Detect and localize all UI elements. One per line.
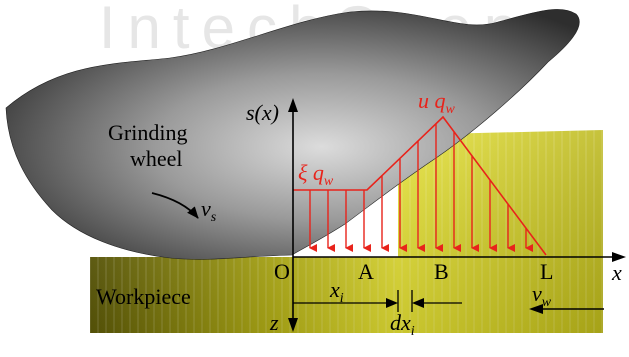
workpiece-block <box>90 130 603 333</box>
wheel-rotation-arrow <box>151 192 199 219</box>
axes <box>288 98 626 332</box>
workpiece-label: Workpiece <box>96 284 191 309</box>
dimension-lines <box>293 290 462 312</box>
point-O-label: O <box>274 259 290 284</box>
point-L-label: L <box>540 259 553 284</box>
text-labels: Grinding wheel vs s(x) x z O A B L xi dx… <box>96 88 622 339</box>
xi-label: xi <box>329 277 344 306</box>
vw-label: vw <box>532 281 552 310</box>
s-axis-arrowhead <box>288 98 298 112</box>
u-qw-label: u qw <box>418 88 456 117</box>
grinding-wheel-label-line2: wheel <box>130 146 183 171</box>
heat-flux-envelope <box>293 115 547 256</box>
x-axis-arrowhead <box>612 252 626 262</box>
dxi-label: dxi <box>390 310 415 339</box>
x-axis-label: x <box>611 260 622 285</box>
vs-label: vs <box>201 196 217 225</box>
grinding-wheel-label-line1: Grinding <box>108 120 187 145</box>
s-axis-label: s(x) <box>246 100 279 125</box>
z-axis-label: z <box>269 310 279 335</box>
z-axis-arrowhead <box>288 318 298 332</box>
heat-flux-arrows <box>309 124 533 252</box>
xi-qw-label: ξ qw <box>298 160 334 189</box>
point-B-label: B <box>434 259 449 284</box>
workpiece-velocity-arrow <box>529 304 604 314</box>
point-A-label: A <box>358 259 374 284</box>
